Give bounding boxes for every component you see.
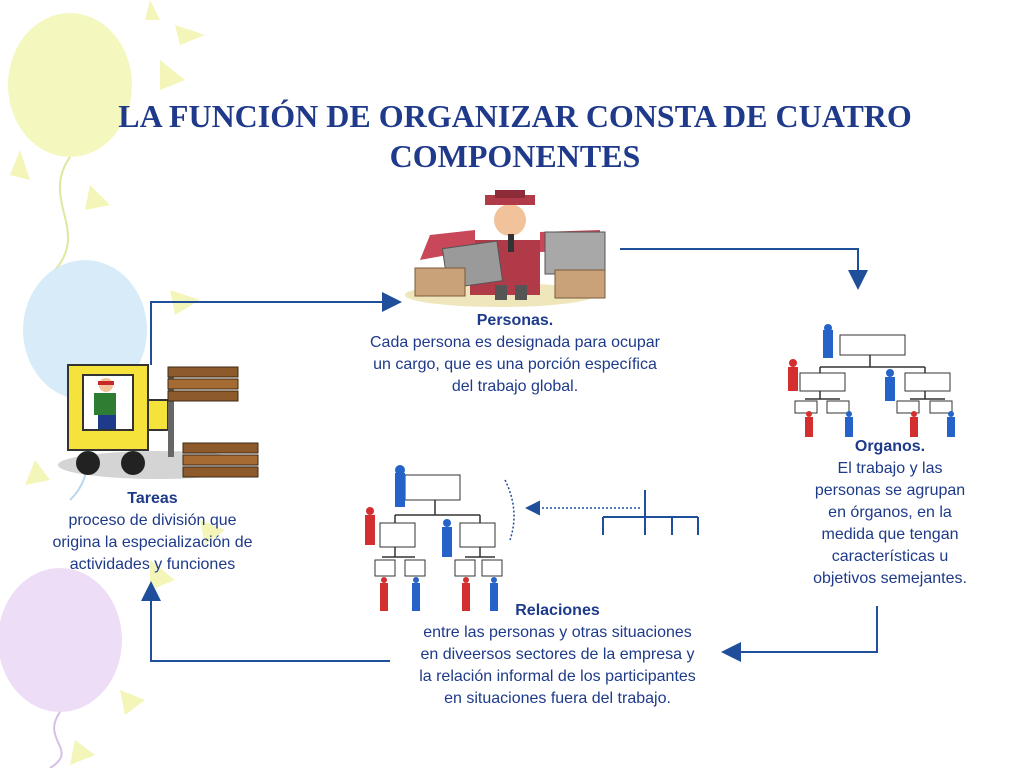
relaciones-text: la relación informal de los participante… — [380, 666, 735, 688]
relaciones-text: en diveersos sectores de la empresa y — [380, 644, 735, 666]
organos-text: objetivos semejantes. — [790, 568, 990, 590]
tareas-text: origina la especialización de — [20, 532, 285, 554]
personas-block: Personas. Cada persona es designada para… — [330, 310, 700, 398]
tareas-heading: Tareas — [20, 488, 285, 510]
personas-text: un cargo, que es una porción específica — [330, 354, 700, 376]
relaciones-text: en situaciones fuera del trabajo. — [380, 688, 735, 710]
organos-text: personas se agrupan — [790, 480, 990, 502]
relaciones-heading: Relaciones — [380, 600, 735, 622]
tareas-text: actividades y funciones — [20, 554, 285, 576]
personas-heading: Personas. — [330, 310, 700, 332]
relaciones-block: Relaciones entre las personas y otras si… — [380, 600, 735, 710]
relaciones-text: entre las personas y otras situaciones — [380, 622, 735, 644]
organos-text: en órganos, en la — [790, 502, 990, 524]
organos-block: Organos. El trabajo y las personas se ag… — [790, 436, 990, 590]
tareas-block: Tareas proceso de división que origina l… — [20, 488, 285, 576]
tareas-text: proceso de división que — [20, 510, 285, 532]
personas-text: Cada persona es designada para ocupar — [330, 332, 700, 354]
organos-text: medida que tengan — [790, 524, 990, 546]
organos-text: El trabajo y las — [790, 458, 990, 480]
organos-text: características u — [790, 546, 990, 568]
organos-heading: Organos. — [790, 436, 990, 458]
personas-text: del trabajo global. — [330, 376, 700, 398]
